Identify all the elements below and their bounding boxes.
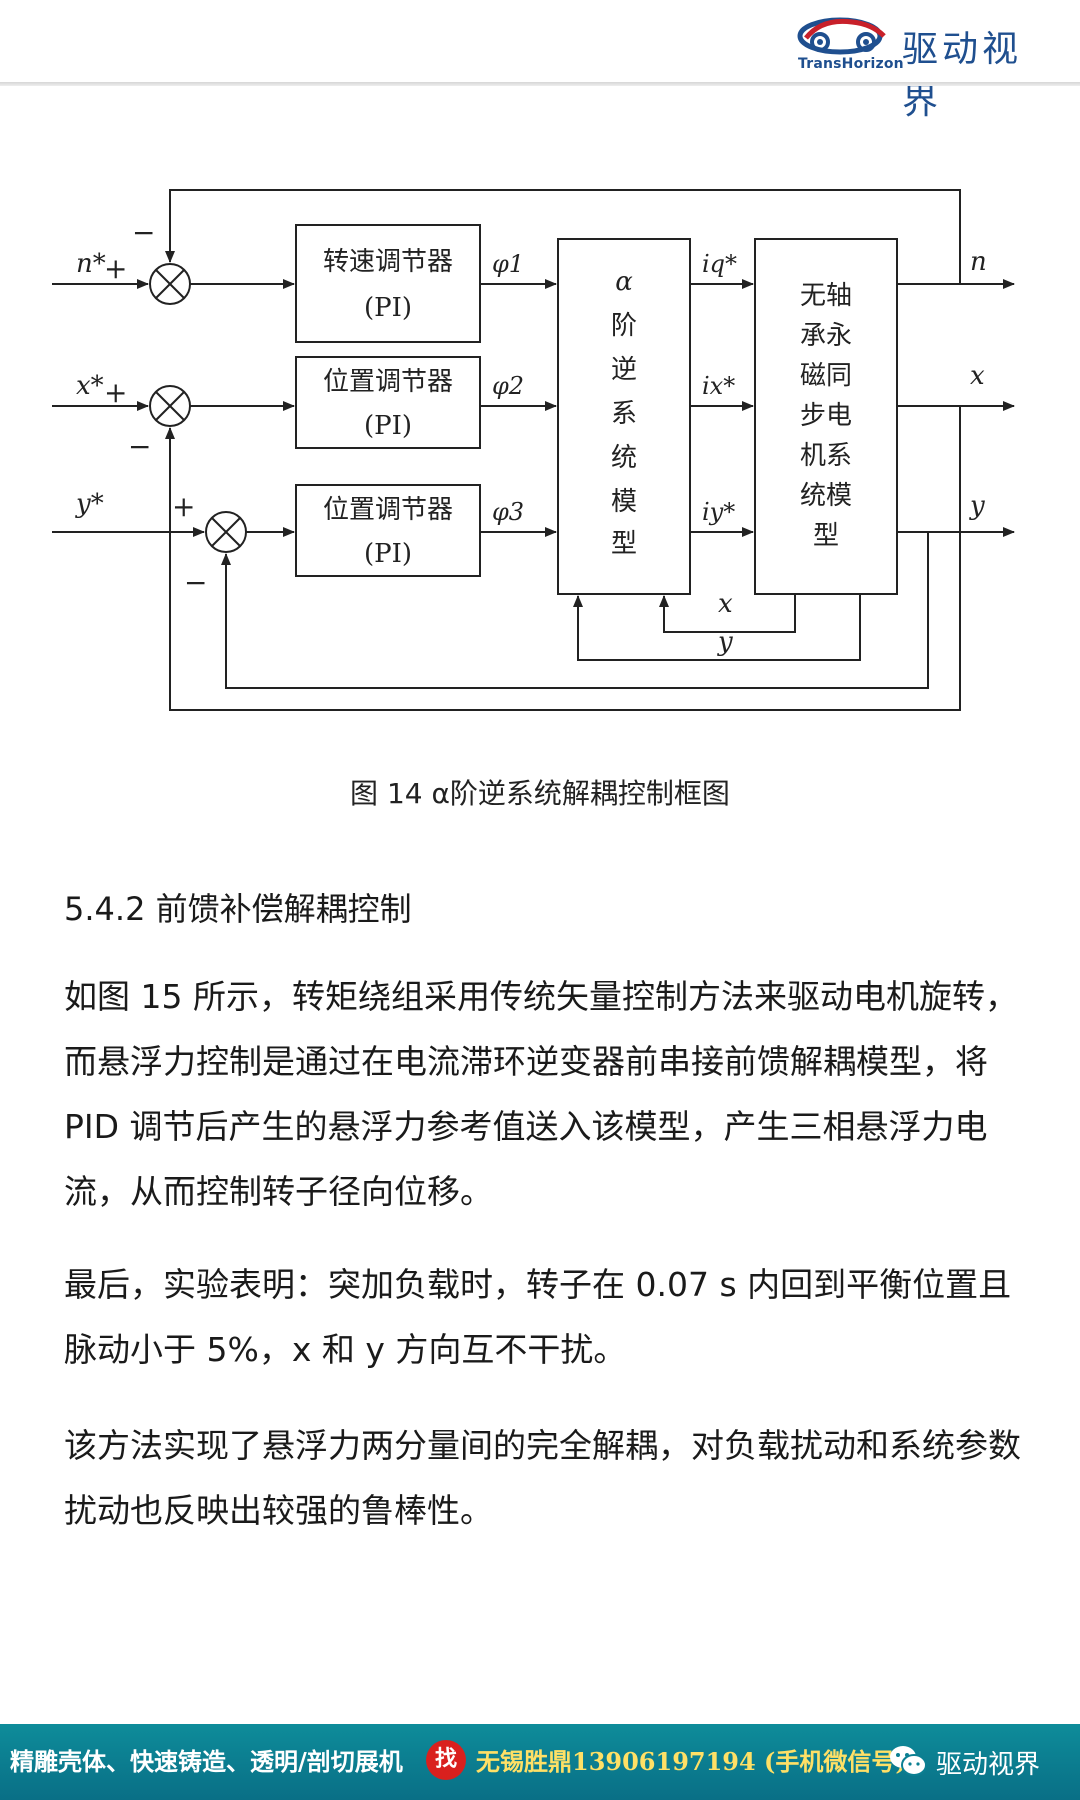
input-label-y: y* bbox=[75, 489, 104, 519]
footer-banner[interactable]: 精雕壳体、快速铸造、透明/剖切展机 找 无锡胜鼎13906197194 (手机微… bbox=[0, 1724, 1080, 1800]
inverse-model-block bbox=[557, 238, 691, 595]
output-label-x: x bbox=[970, 361, 985, 391]
find-badge: 找 bbox=[426, 1740, 466, 1780]
inverse-model-char-3: 逆 bbox=[611, 355, 637, 385]
brand-logo[interactable]: TransHorizon 驱动视界 bbox=[792, 12, 1052, 122]
header-divider bbox=[0, 82, 1080, 86]
current-label-x: ix* bbox=[702, 372, 735, 400]
feedback-label-x: x bbox=[718, 589, 733, 619]
controller-3-type: (PI) bbox=[364, 539, 412, 569]
speed-controller-block bbox=[295, 224, 481, 343]
footer-ad-text: 精雕壳体、快速铸造、透明/剖切展机 bbox=[10, 1747, 403, 1776]
sign-plus-x: + bbox=[104, 376, 127, 409]
summing-junction-y bbox=[205, 511, 247, 553]
paragraph-1: 如图 15 所示，转矩绕组采用传统矢量控制方法来驱动电机旋转，而悬浮力控制是通过… bbox=[64, 977, 1018, 1211]
paragraph-3: 该方法实现了悬浮力两分量间的完全解耦，对负载扰动和系统参数扰动也反映出较强的鲁棒… bbox=[64, 1426, 1021, 1530]
inverse-model-char-1: α bbox=[615, 267, 633, 297]
controller-1-output: φ1 bbox=[492, 250, 524, 278]
sign-plus-n: + bbox=[104, 252, 127, 285]
current-label-y: iy* bbox=[702, 498, 735, 526]
motor-model-line-5: 机系 bbox=[800, 441, 852, 471]
motor-model-line-1: 无轴 bbox=[800, 281, 852, 311]
page-header: TransHorizon 驱动视界 bbox=[0, 0, 1080, 122]
footer-brand: 驱动视界 bbox=[936, 1750, 1041, 1780]
inverse-model-char-6: 模 bbox=[611, 487, 637, 517]
inverse-model-char-5: 统 bbox=[611, 443, 637, 473]
sign-plus-y: + bbox=[172, 490, 195, 523]
controller-1-type: (PI) bbox=[364, 293, 412, 323]
inverse-model-char-2: 阶 bbox=[611, 311, 637, 341]
summing-junction-x bbox=[149, 385, 191, 427]
output-label-n: n bbox=[970, 247, 987, 277]
logo-chinese-text: 驱动视界 bbox=[902, 29, 1023, 122]
motor-model-line-7: 型 bbox=[813, 521, 839, 551]
feedback-label-y: y bbox=[717, 627, 733, 657]
position-controller-x-block bbox=[295, 356, 481, 449]
motor-model-block bbox=[754, 238, 898, 595]
controller-2-name: 位置调节器 bbox=[323, 367, 453, 397]
position-controller-y-block bbox=[295, 484, 481, 577]
controller-1-name: 转速调节器 bbox=[323, 247, 453, 277]
controller-3-output: φ3 bbox=[492, 498, 524, 526]
section-title: 5.4.2 前馈补偿解耦控制 bbox=[64, 890, 412, 928]
logo-english-text: TransHorizon bbox=[798, 56, 904, 72]
wechat-icon bbox=[890, 1746, 927, 1776]
motor-model-line-3: 磁同 bbox=[800, 361, 852, 391]
summing-junction-n bbox=[149, 263, 191, 305]
controller-3-name: 位置调节器 bbox=[323, 495, 453, 525]
decoupling-control-diagram: n* x* y* + − + − + − 转速调节器 (PI) 位置调节器 (P… bbox=[52, 189, 1015, 711]
car-swirl-logo-icon bbox=[797, 17, 886, 55]
controller-2-output: φ2 bbox=[492, 372, 524, 400]
input-label-n: n* bbox=[76, 249, 106, 279]
current-label-q: iq* bbox=[702, 250, 737, 278]
sign-minus-y: − bbox=[184, 566, 207, 599]
paragraph-2: 最后，实验表明：突加负载时，转子在 0.07 s 内回到平衡位置且脉动小于 5%… bbox=[64, 1265, 1012, 1369]
input-label-x: x* bbox=[76, 371, 104, 401]
inverse-model-char-4: 系 bbox=[611, 399, 637, 429]
controller-2-type: (PI) bbox=[364, 411, 412, 441]
figure-caption: 图 14 α阶逆系统解耦控制框图 bbox=[350, 777, 730, 810]
motor-model-line-4: 步电 bbox=[800, 401, 852, 431]
inverse-model-char-7: 型 bbox=[611, 529, 637, 559]
motor-model-line-6: 统模 bbox=[800, 481, 852, 511]
sign-minus-x: − bbox=[128, 430, 151, 463]
output-label-y: y bbox=[969, 491, 985, 521]
footer-contact[interactable]: 无锡胜鼎13906197194 (手机微信号) bbox=[476, 1747, 907, 1776]
motor-model-line-2: 承永 bbox=[800, 321, 852, 351]
sign-minus-n: − bbox=[132, 216, 155, 249]
